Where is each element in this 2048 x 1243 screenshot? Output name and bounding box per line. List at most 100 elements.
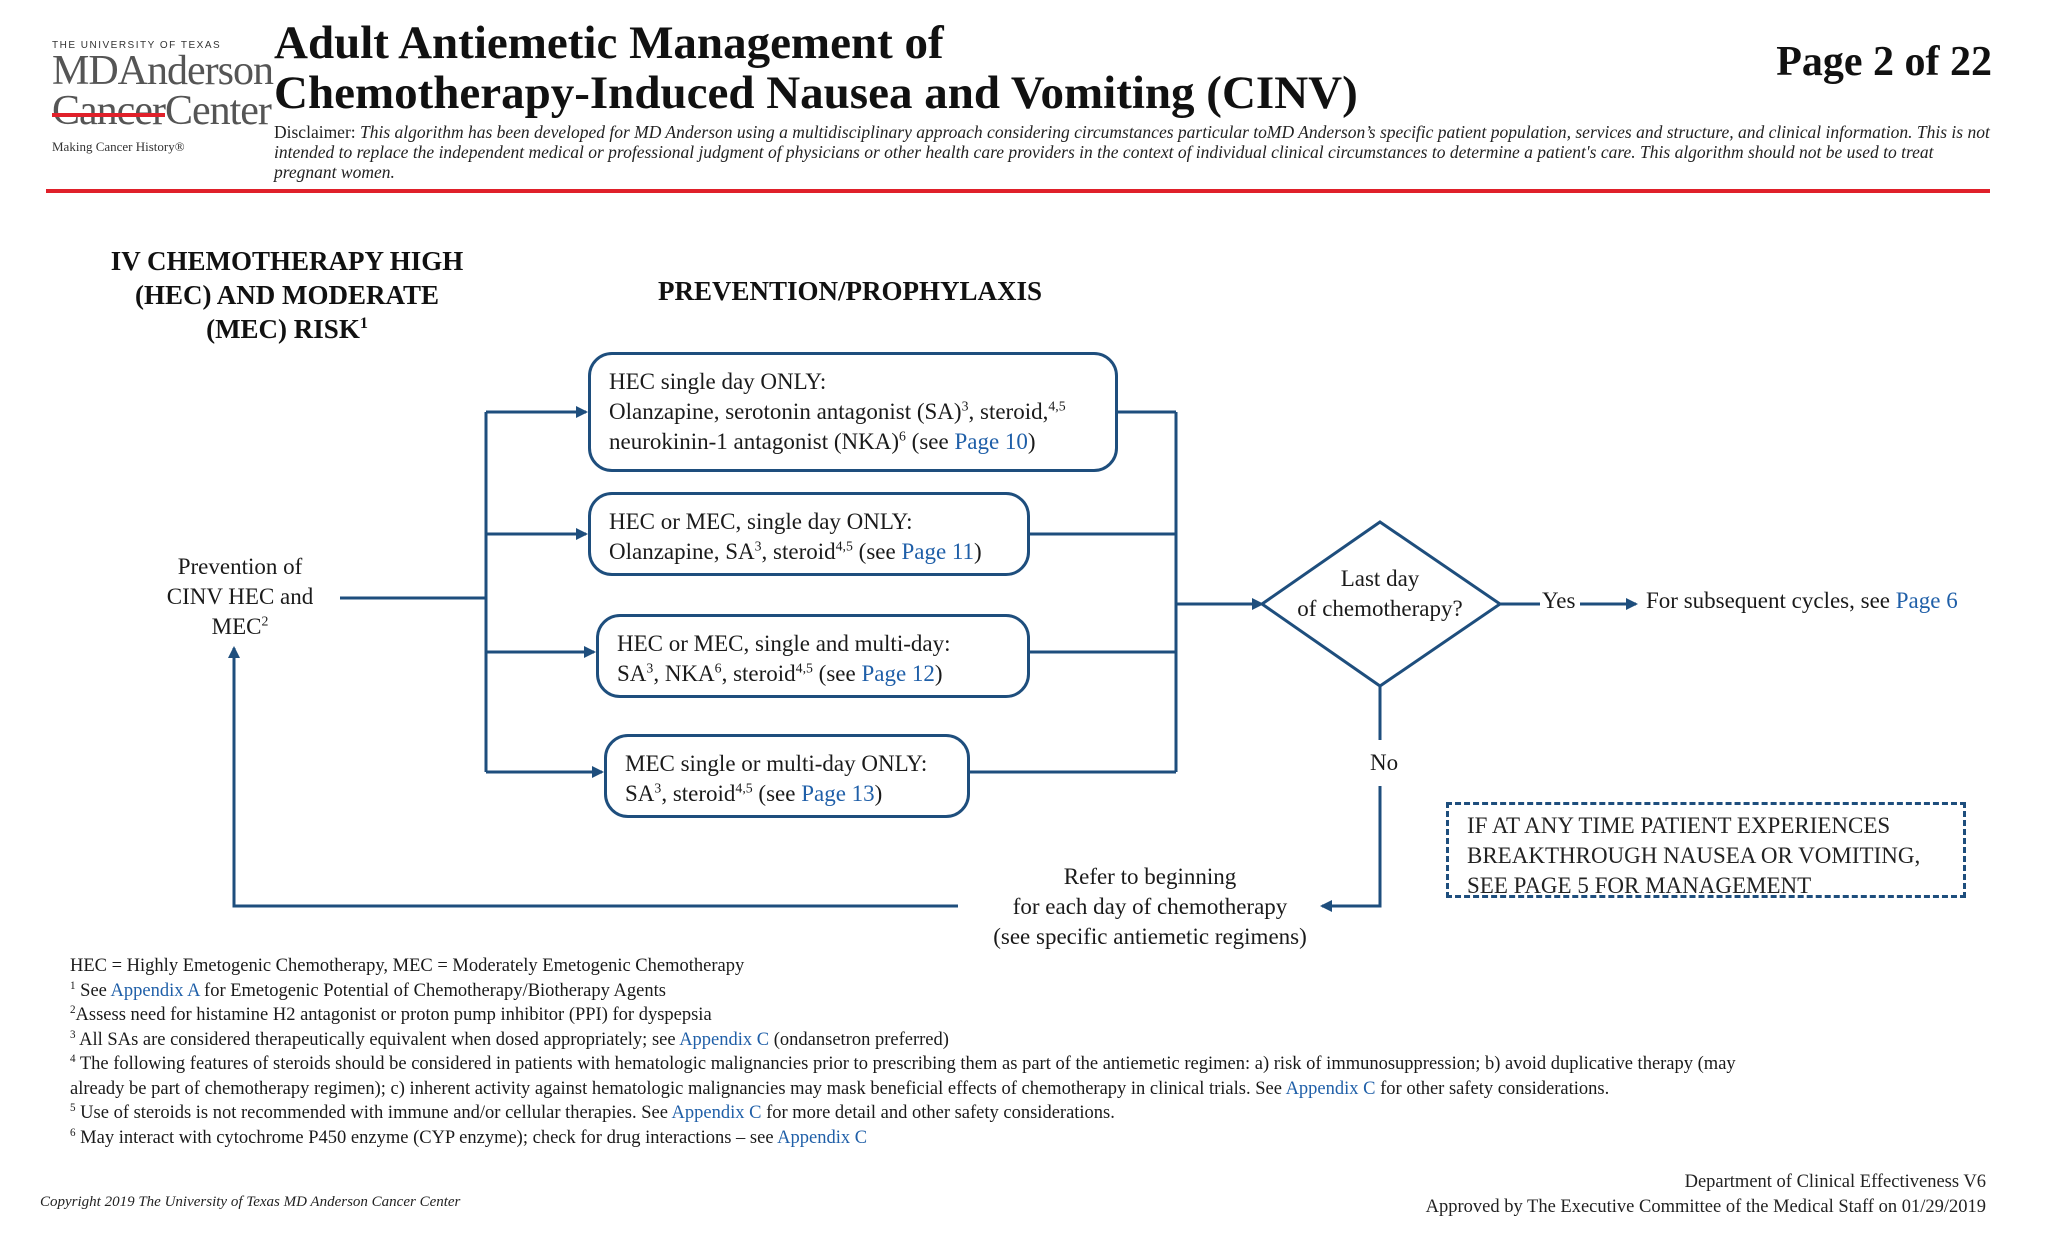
risk-section-header: IV CHEMOTHERAPY HIGH (HEC) AND MODERATE …: [92, 244, 482, 346]
link-page-13[interactable]: Page 13: [801, 781, 875, 806]
regimen-box-hec-mec-single-day: HEC or MEC, single day ONLY: Olanzapine,…: [588, 492, 1030, 576]
box2-line1: HEC or MEC, single day ONLY:: [609, 509, 913, 534]
title-line1: Adult Antiemetic Management of: [274, 17, 944, 69]
logo-line2-rest: Center: [164, 88, 272, 134]
box4-line2: SA3, steroid4,5 (see Page 13): [625, 779, 949, 809]
box1-line3: neurokinin-1 antagonist (NKA)6 (see Page…: [609, 427, 1097, 457]
breakthrough-alert-box: IF AT ANY TIME PATIENT EXPERIENCES BREAK…: [1446, 802, 1966, 898]
risk-header-line3: (MEC) RISK1: [92, 312, 482, 346]
alert-line2: BREAKTHROUGH NAUSEA OR VOMITING,: [1467, 843, 1921, 868]
footnote-1-a: See: [75, 980, 111, 1001]
box2-line2: Olanzapine, SA3, steroid4,5 (see Page 11…: [609, 537, 1009, 567]
link-appendix-c-f6[interactable]: Appendix C: [777, 1127, 868, 1148]
footnote-2-a: Assess need for histamine H2 antagonist …: [75, 1005, 712, 1025]
no-connector-b: [1320, 786, 1382, 912]
box2-l2b: , steroid: [761, 539, 836, 564]
decision-line2: of chemotherapy?: [1297, 596, 1463, 621]
footnote-2: 2Assess need for histamine H2 antagonist…: [66, 1003, 1986, 1028]
regimen-box-mec-only: MEC single or multi-day ONLY: SA3, stero…: [604, 734, 970, 818]
footnote-3-num: 3: [70, 1028, 76, 1041]
logo-line2: CancerCenter: [52, 90, 272, 132]
logo-tagline: Making Cancer History®: [52, 139, 185, 154]
box1-l2b-sup: 4,5: [1048, 398, 1066, 414]
box4-l2c: (see: [752, 781, 802, 806]
title-line2: Chemotherapy-Induced Nausea and Vomiting…: [274, 67, 1358, 119]
start-sup: 2: [261, 613, 269, 629]
box2-l2d: ): [974, 539, 982, 564]
disclaimer-label: Disclaimer:: [274, 122, 356, 142]
footnotes: HEC = Highly Emetogenic Chemotherapy, ME…: [66, 954, 1986, 1150]
footnote-5: 5 Use of steroids is not recommended wit…: [66, 1101, 1986, 1126]
footnote-4: 4 The following features of steroids sho…: [66, 1052, 1986, 1077]
department-version: Department of Clinical Effectiveness V6: [1684, 1172, 1986, 1192]
footnote-4-b: already be part of chemotherapy regimen)…: [70, 1078, 1286, 1099]
risk-header-sup: 1: [359, 314, 368, 332]
header-divider: [46, 189, 1990, 193]
yes-label: Yes: [1542, 588, 1576, 613]
link-page-10[interactable]: Page 10: [954, 429, 1028, 454]
mdanderson-logo: THE UNIVERSITY OF TEXAS MDAnderson Cance…: [52, 40, 274, 155]
refer-line1: Refer to beginning: [1063, 864, 1237, 889]
alert-line1: IF AT ANY TIME PATIENT EXPERIENCES: [1467, 813, 1891, 838]
footnote-5-a: Use of steroids is not recommended with …: [75, 1103, 672, 1123]
prevention-section-header: PREVENTION/PROPHYLAXIS: [657, 276, 1043, 306]
subsequent-cycles: For subsequent cycles, see Page 6: [1646, 588, 1958, 614]
no-label: No: [1370, 750, 1399, 775]
footnote-5-b: for more detail and other safety conside…: [761, 1103, 1115, 1123]
link-appendix-a[interactable]: Appendix A: [110, 980, 200, 1001]
footnote-6-num: 6: [70, 1126, 76, 1139]
start-line3-text: MEC: [211, 614, 262, 639]
department-info: Department of Clinical Effectiveness V6 …: [1426, 1170, 1986, 1220]
box1-l3a: neurokinin-1 antagonist (NKA): [609, 429, 899, 454]
box1-line2: Olanzapine, serotonin antagonist (SA)3, …: [609, 397, 1097, 427]
risk-header-line2: (HEC) AND MODERATE: [134, 280, 439, 310]
link-appendix-c-f3[interactable]: Appendix C: [679, 1029, 770, 1050]
link-page-6[interactable]: Page 6: [1895, 588, 1958, 613]
box1-l3b: (see: [905, 429, 955, 454]
link-page-11[interactable]: Page 11: [901, 539, 975, 564]
box4-l2a: SA: [625, 781, 655, 806]
box4-l2b: , steroid: [661, 781, 736, 806]
box2-l2b-sup: 4,5: [835, 538, 853, 554]
start-line1: Prevention of: [177, 554, 303, 579]
footnote-1-num: 1: [70, 979, 76, 992]
start-line3: MEC2: [150, 612, 330, 642]
decision-label: Last day of chemotherapy?: [1270, 564, 1490, 624]
box2-l2a: Olanzapine, SA: [609, 539, 755, 564]
approval-date: Approved by The Executive Committee of t…: [1425, 1197, 1986, 1217]
risk-header-line1: IV CHEMOTHERAPY HIGH: [110, 246, 464, 276]
footnote-4-num: 4: [70, 1052, 76, 1065]
link-appendix-c-f5[interactable]: Appendix C: [671, 1103, 762, 1123]
loopback-connector: [228, 646, 958, 908]
disclaimer: Disclaimer: This algorithm has been deve…: [274, 122, 1994, 182]
box3-line2: SA3, NKA6, steroid4,5 (see Page 12): [617, 659, 1009, 689]
box1-l3a-sup: 6: [899, 428, 906, 444]
box3-l2d: (see: [812, 661, 862, 686]
footnote-abbrev: HEC = Highly Emetogenic Chemotherapy, ME…: [70, 956, 745, 976]
logo-line1: MDAnderson: [52, 48, 274, 94]
link-page-12[interactable]: Page 12: [861, 661, 935, 686]
box1-l2a-sup: 3: [961, 398, 969, 414]
regimen-box-hec-mec-multi-day: HEC or MEC, single and multi-day: SA3, N…: [596, 614, 1030, 698]
box3-l2a-sup: 3: [646, 660, 654, 676]
risk-header-line3-text: (MEC) RISK: [206, 314, 360, 344]
logo-university: THE UNIVERSITY OF TEXAS: [52, 40, 222, 51]
footnote-4-a: The following features of steroids shoul…: [75, 1054, 1736, 1074]
document-title: Adult Antiemetic Management of Chemother…: [274, 18, 1358, 118]
box3-l2b-sup: 6: [714, 660, 722, 676]
box1-l2a: Olanzapine, serotonin antagonist (SA): [609, 399, 962, 424]
box3-l2a: SA: [617, 661, 647, 686]
decision-line1: Last day: [1340, 566, 1420, 591]
box4-line1: MEC single or multi-day ONLY:: [625, 751, 928, 776]
box1-l3c: ): [1027, 429, 1036, 454]
refer-line3: (see specific antiemetic regimens): [993, 924, 1307, 949]
footnote-4-cont: already be part of chemotherapy regimen)…: [66, 1077, 1986, 1102]
footnote-1: 1 See Appendix A for Emetogenic Potentia…: [66, 979, 1986, 1004]
box4-l2b-sup: 4,5: [735, 780, 753, 796]
copyright: Copyright 2019 The University of Texas M…: [40, 1194, 461, 1210]
box2-l2c: (see: [852, 539, 902, 564]
footnote-3-b: (ondansetron preferred): [769, 1029, 949, 1050]
link-appendix-c-f4[interactable]: Appendix C: [1285, 1078, 1376, 1099]
subsequent-text: For subsequent cycles, see: [1646, 588, 1896, 613]
